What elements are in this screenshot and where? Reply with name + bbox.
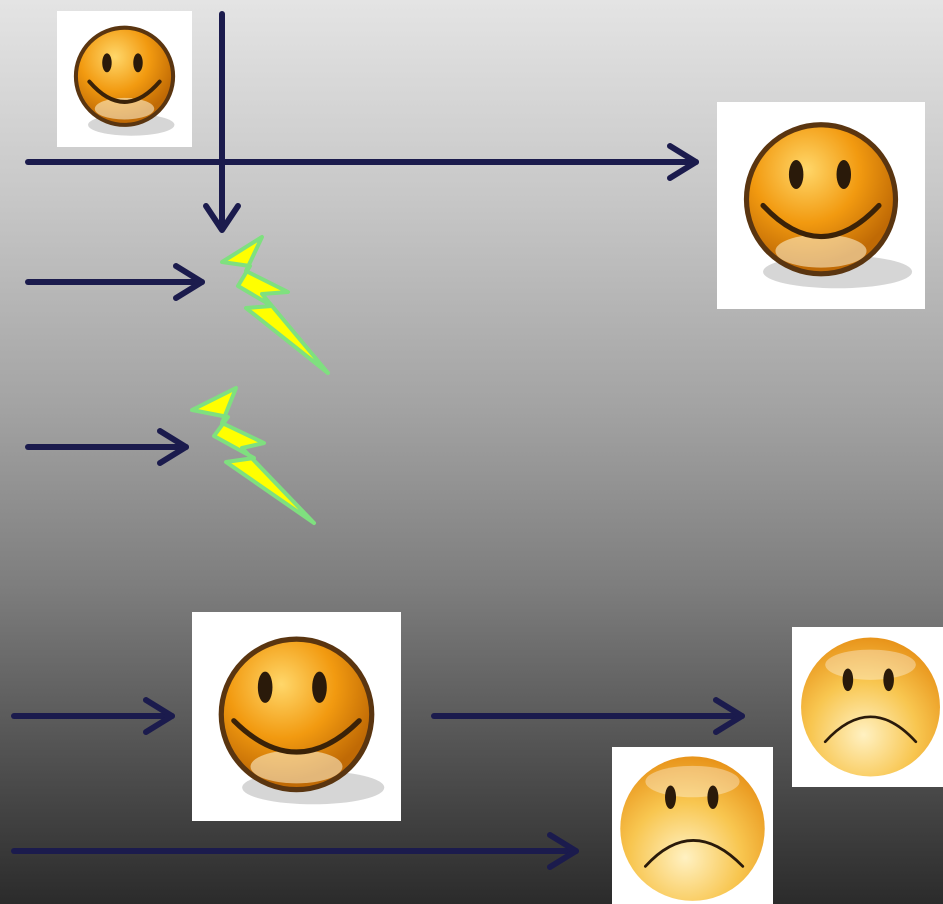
right-arrow-icon [431, 697, 745, 735]
right-arrow-icon [11, 832, 579, 870]
right-arrow-icon [25, 263, 205, 301]
large-smiley-card [717, 102, 925, 309]
down-arrow-icon [203, 11, 241, 233]
sad-face-icon [620, 756, 765, 901]
smiley-face-icon [218, 636, 385, 805]
lightning-bolt-icon [220, 235, 330, 375]
lightning-bolt-icon [190, 386, 316, 525]
right-arrow-icon [11, 697, 175, 735]
smiley-face-icon [743, 122, 913, 289]
small-smiley-card [57, 11, 192, 147]
sad-face-upper-card [792, 627, 943, 787]
right-arrow-icon [25, 428, 189, 466]
middle-smiley-card [192, 612, 401, 821]
sad-face-lower-card [612, 747, 773, 904]
smiley-face-icon [73, 25, 176, 136]
sad-face-icon [801, 637, 940, 777]
right-arrow-icon [25, 143, 699, 181]
